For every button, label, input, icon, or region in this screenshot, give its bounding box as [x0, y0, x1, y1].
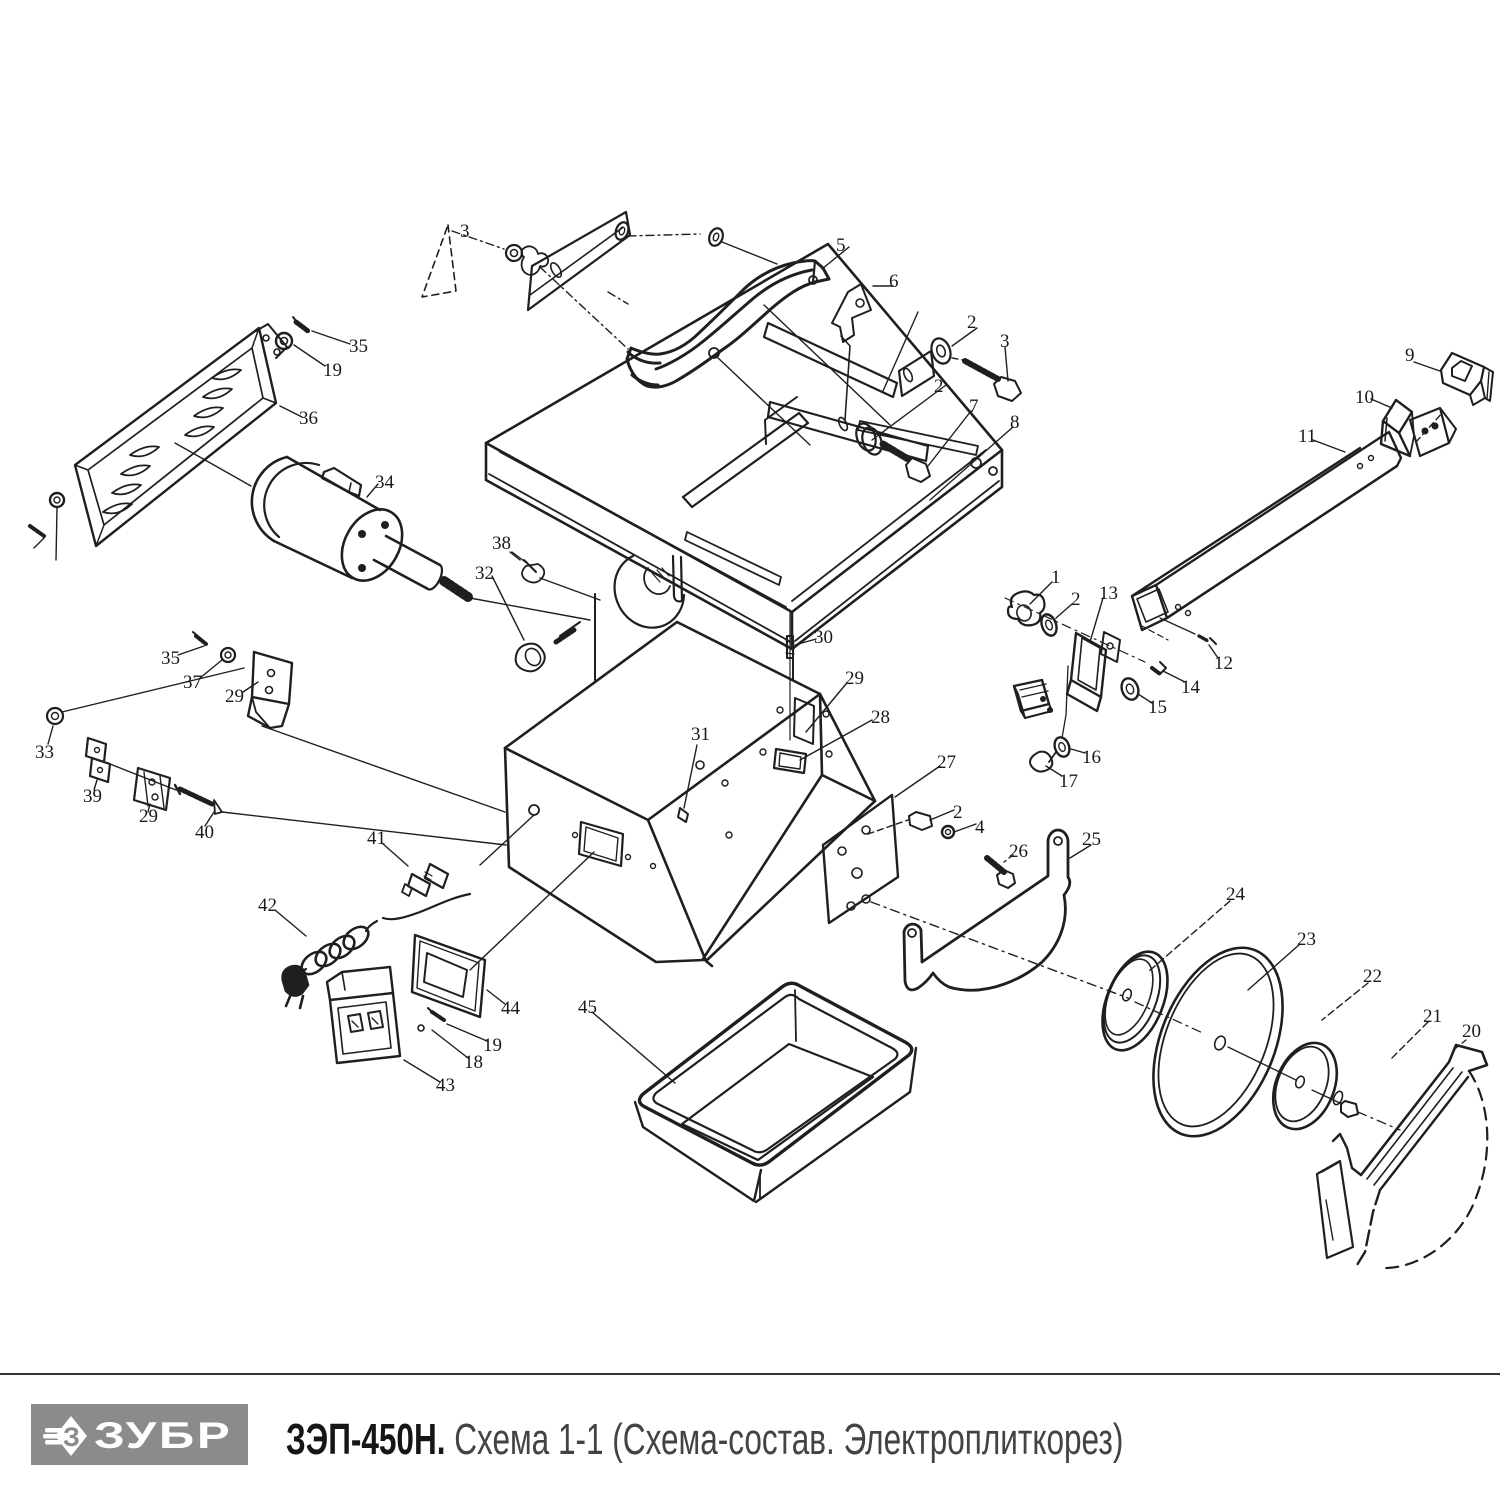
svg-text:9: 9: [1405, 345, 1415, 366]
svg-text:26: 26: [1009, 841, 1028, 862]
svg-text:35: 35: [349, 336, 368, 357]
svg-text:ЗЭП-450Н. Схема 1-1 (Схема-сос: ЗЭП-450Н. Схема 1-1 (Схема-состав. Элект…: [286, 1415, 1123, 1464]
svg-text:ЗУБР: ЗУБР: [94, 1416, 232, 1457]
svg-text:4: 4: [975, 817, 985, 838]
svg-text:2: 2: [953, 802, 963, 823]
svg-text:2: 2: [934, 376, 944, 397]
svg-text:8: 8: [1010, 412, 1020, 433]
svg-text:17: 17: [1059, 771, 1078, 792]
svg-text:21: 21: [1423, 1006, 1442, 1027]
svg-text:2: 2: [967, 312, 977, 333]
svg-text:37: 37: [183, 672, 202, 693]
svg-text:6: 6: [889, 271, 899, 292]
svg-text:22: 22: [1363, 966, 1382, 987]
svg-text:27: 27: [937, 752, 956, 773]
svg-text:30: 30: [814, 627, 833, 648]
svg-text:18: 18: [464, 1052, 483, 1073]
svg-text:41: 41: [367, 828, 386, 849]
svg-text:39: 39: [83, 786, 102, 807]
svg-text:31: 31: [691, 724, 710, 745]
svg-text:33: 33: [35, 742, 54, 763]
svg-text:32: 32: [475, 563, 494, 584]
svg-text:15: 15: [1148, 697, 1167, 718]
svg-text:34: 34: [375, 472, 395, 493]
svg-text:16: 16: [1082, 747, 1101, 768]
svg-text:38: 38: [492, 533, 511, 554]
svg-text:29: 29: [225, 686, 244, 707]
svg-text:З: З: [63, 1422, 80, 1452]
svg-text:3: 3: [460, 221, 470, 242]
svg-text:29: 29: [845, 668, 864, 689]
svg-text:25: 25: [1082, 829, 1101, 850]
svg-text:23: 23: [1297, 929, 1316, 950]
svg-text:40: 40: [195, 822, 214, 843]
svg-text:19: 19: [323, 360, 342, 381]
svg-text:1: 1: [1051, 567, 1061, 588]
svg-text:45: 45: [578, 997, 597, 1018]
svg-text:11: 11: [1298, 426, 1316, 447]
svg-text:2: 2: [1071, 589, 1081, 610]
svg-text:14: 14: [1181, 677, 1201, 698]
svg-text:19: 19: [483, 1035, 502, 1056]
svg-text:13: 13: [1099, 583, 1118, 604]
svg-text:12: 12: [1214, 653, 1233, 674]
svg-text:5: 5: [836, 235, 846, 256]
svg-text:35: 35: [161, 648, 180, 669]
svg-text:44: 44: [501, 998, 521, 1019]
svg-text:42: 42: [258, 895, 277, 916]
svg-text:29: 29: [139, 806, 158, 827]
svg-text:43: 43: [436, 1075, 455, 1096]
svg-text:28: 28: [871, 707, 890, 728]
svg-text:7: 7: [969, 396, 979, 417]
svg-text:24: 24: [1226, 884, 1246, 905]
svg-text:36: 36: [299, 408, 318, 429]
svg-text:20: 20: [1462, 1021, 1481, 1042]
svg-text:10: 10: [1355, 387, 1374, 408]
svg-text:3: 3: [1000, 331, 1010, 352]
